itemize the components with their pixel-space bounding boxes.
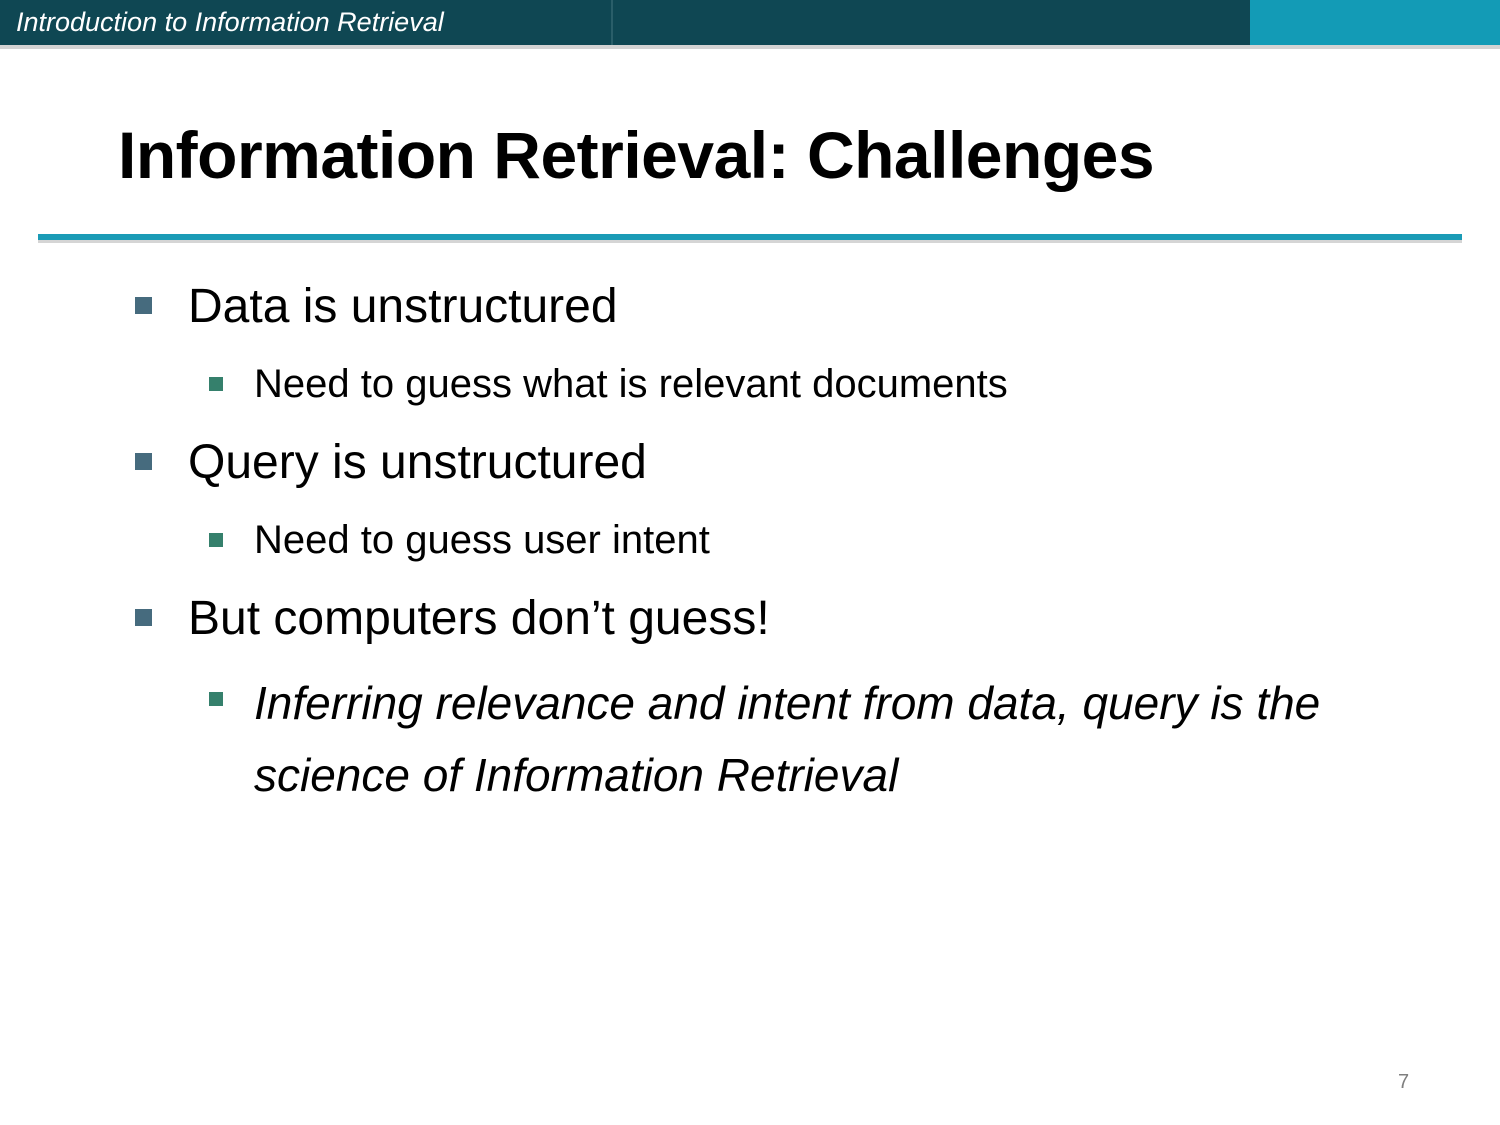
square-bullet-icon	[135, 453, 152, 470]
square-bullet-icon	[209, 377, 223, 391]
sub-bullet-text: Need to guess user intent	[254, 518, 710, 562]
square-bullet-icon	[135, 297, 152, 314]
square-bullet-icon	[209, 533, 223, 547]
sub-bullet-text: Inferring relevance and intent from data…	[254, 677, 1321, 801]
header-shadow	[0, 45, 1500, 49]
title-divider-shadow	[38, 240, 1462, 243]
sub-bullet-item: Inferring relevance and intent from data…	[209, 667, 1434, 811]
sub-bullet-text: Need to guess what is relevant documents	[254, 362, 1008, 406]
bullet-item: Data is unstructured	[135, 279, 618, 335]
page-number: 7	[1398, 1071, 1410, 1093]
bullet-text: Query is unstructured	[188, 436, 647, 489]
header-separator	[611, 0, 613, 45]
bullet-item: But computers don’t guess!	[135, 591, 770, 647]
sub-bullet-item: Need to guess what is relevant documents	[209, 361, 1008, 407]
bullet-text: Data is unstructured	[188, 280, 618, 333]
course-title: Introduction to Information Retrieval	[16, 7, 444, 37]
header-bar: Introduction to Information Retrieval	[0, 0, 1500, 49]
square-bullet-icon	[209, 692, 223, 706]
title-divider	[38, 234, 1462, 240]
sub-bullet-item: Need to guess user intent	[209, 517, 710, 563]
slide-title: Information Retrieval: Challenges	[118, 118, 1155, 192]
square-bullet-icon	[135, 609, 152, 626]
bullet-text: But computers don’t guess!	[188, 592, 770, 645]
header-dark-band	[0, 0, 1250, 45]
header-accent-band	[1250, 0, 1500, 45]
bullet-item: Query is unstructured	[135, 435, 647, 491]
